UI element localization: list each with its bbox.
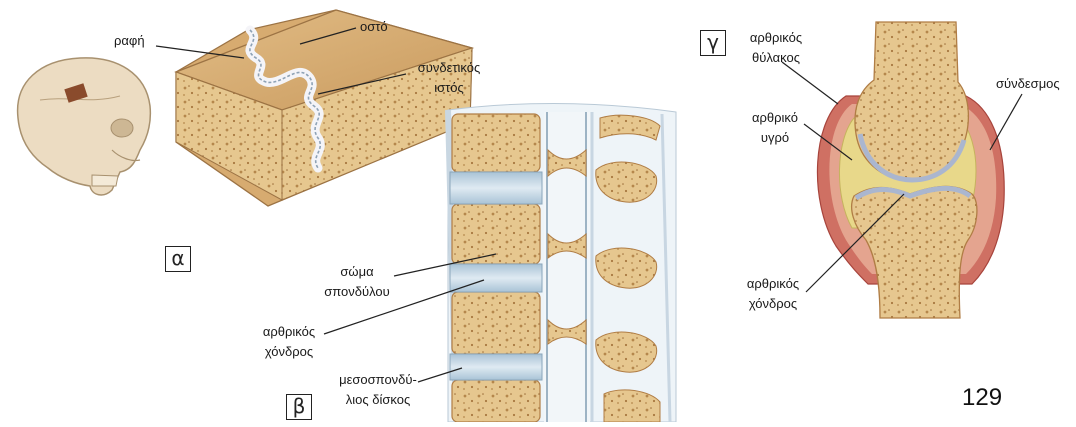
label-intervertebral-disc: μεσοσπονδύ- λιος δίσκος	[338, 370, 418, 410]
label-suture: ραφή	[114, 33, 145, 49]
leader-ligament	[990, 94, 1022, 150]
label-articular-cartilage-spine: αρθρικός χόνδρος	[252, 322, 326, 362]
leader-capsule	[782, 62, 838, 104]
label-ligament: σύνδεσμος	[996, 76, 1060, 92]
label-vertebral-body: σώμα σπονδύλου	[320, 262, 394, 302]
label-bone: οστό	[360, 19, 388, 35]
page-number: 129	[962, 384, 1002, 412]
label-articular-cartilage-joint: αρθρικός χόνδρος	[736, 274, 810, 314]
panel-letter-b: β	[286, 394, 312, 420]
suture-bone-slab	[176, 10, 472, 206]
label-connective-tissue: συνδετικός ιστός	[412, 58, 486, 98]
label-synovial-fluid: αρθρικό υγρό	[740, 108, 810, 148]
label-articular-capsule: αρθρικός θύλακος	[736, 28, 816, 68]
panel-letter-a: α	[165, 246, 191, 272]
panel-letter-c: γ	[700, 30, 726, 56]
vertebral-column-illustration	[448, 103, 676, 422]
skull-illustration	[18, 58, 151, 195]
synovial-joint-illustration	[817, 22, 1004, 318]
